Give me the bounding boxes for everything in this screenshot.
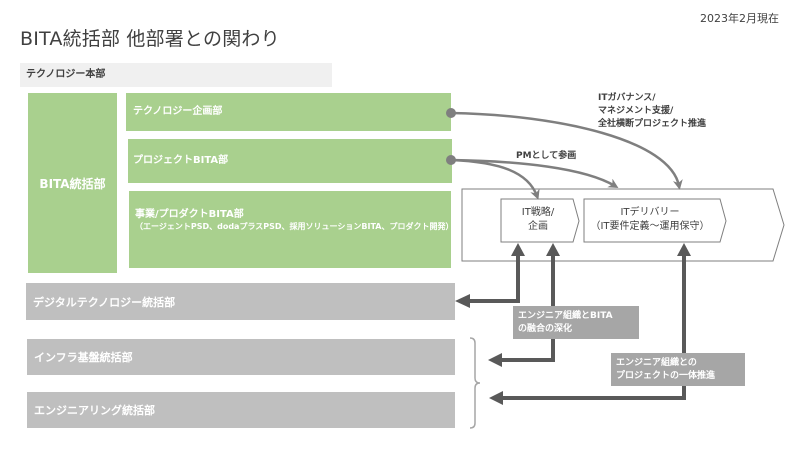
governance-label-line3: 全社横断プロジェクト推進 [598,119,707,129]
strategy-label-line2: 企画 [528,221,548,232]
delivery-label: ITデリバリー （IT要件定義～運用保守） [584,206,716,234]
business-product-bita-dept-label: 事業/プロダクトBITA部 [135,209,244,220]
delivery-label-line2: （IT要件定義～運用保守） [590,221,710,232]
project-bita-dept-box: プロジェクトBITA部 [128,139,452,183]
governance-label: ITガバナンス/ マネジメント支援/ 全社横断プロジェクト推進 [598,92,706,131]
arrowhead-up-strategy-2 [546,243,560,256]
arrowhead-up-strategy-1 [511,243,525,256]
arrowhead-up-delivery [677,243,691,256]
strategy-label-line1: IT戦略/ [521,207,555,218]
project-bita-dept-label: プロジェクトBITA部 [133,155,229,166]
arrowhead-left-engineering [489,391,503,405]
digital-tech-division-label: デジタルテクノロジー統括部 [33,295,176,309]
arrowhead-left-infra [488,353,502,367]
pm-arrow-strategy [450,158,540,200]
division-group-brace [469,337,481,429]
engineering-division-label: エンジニアリング統括部 [34,404,155,417]
governance-label-line1: ITガバナンス/ [598,93,656,103]
strategy-chevron [500,198,580,243]
digital-tech-link [468,253,520,303]
fusion-callout-line2: の融合の深化 [518,324,573,334]
delivery-label-line1: ITデリバリー [620,207,680,218]
joint-callout-line1: エンジニア組織との [616,358,697,368]
tech-hq-header: テクノロジー本部 [20,63,332,87]
tech-planning-dept-box: テクノロジー企画部 [126,93,451,131]
joint-callout-line2: プロジェクトの一体推進 [616,371,716,381]
engineering-division-box: エンジニアリング統括部 [27,392,455,428]
infra-division-label: インフラ基盤統括部 [34,351,133,364]
governance-label-line2: マネジメント支援/ [598,106,674,116]
governance-arrow [450,111,683,190]
page-title: BITA統括部 他部署との関わり [20,28,280,50]
arrowhead-left-digital [455,294,470,308]
joint-promotion-callout: エンジニア組織との プロジェクトの一体推進 [611,353,745,386]
bita-division-label: BITA統括部 [39,176,106,191]
digital-tech-division-box: デジタルテクノロジー統括部 [26,283,455,320]
fusion-callout-line1: エンジニア組織とBITA [518,311,613,321]
fusion-callout: エンジニア組織とBITA の融合の深化 [513,306,639,339]
engineering-link [502,253,686,400]
strategy-label: IT戦略/ 企画 [502,206,574,234]
business-product-bita-dept-note: （エージェントPSD、dodaプラスPSD、採用ソリューションBITA、プロダク… [135,222,454,231]
tech-planning-dept-label: テクノロジー企画部 [133,106,223,117]
as-of-date: 2023年2月現在 [700,12,779,25]
business-product-bita-dept-box: 事業/プロダクトBITA部 （エージェントPSD、dodaプラスPSD、採用ソリ… [129,191,454,268]
delivery-chevron [583,198,727,243]
bita-division-box: BITA統括部 [28,93,117,273]
infra-division-box: インフラ基盤統括部 [27,339,455,375]
pm-arrow-delivery [450,158,619,189]
infra-link [500,253,555,362]
pm-label: PMとして参画 [516,151,577,161]
